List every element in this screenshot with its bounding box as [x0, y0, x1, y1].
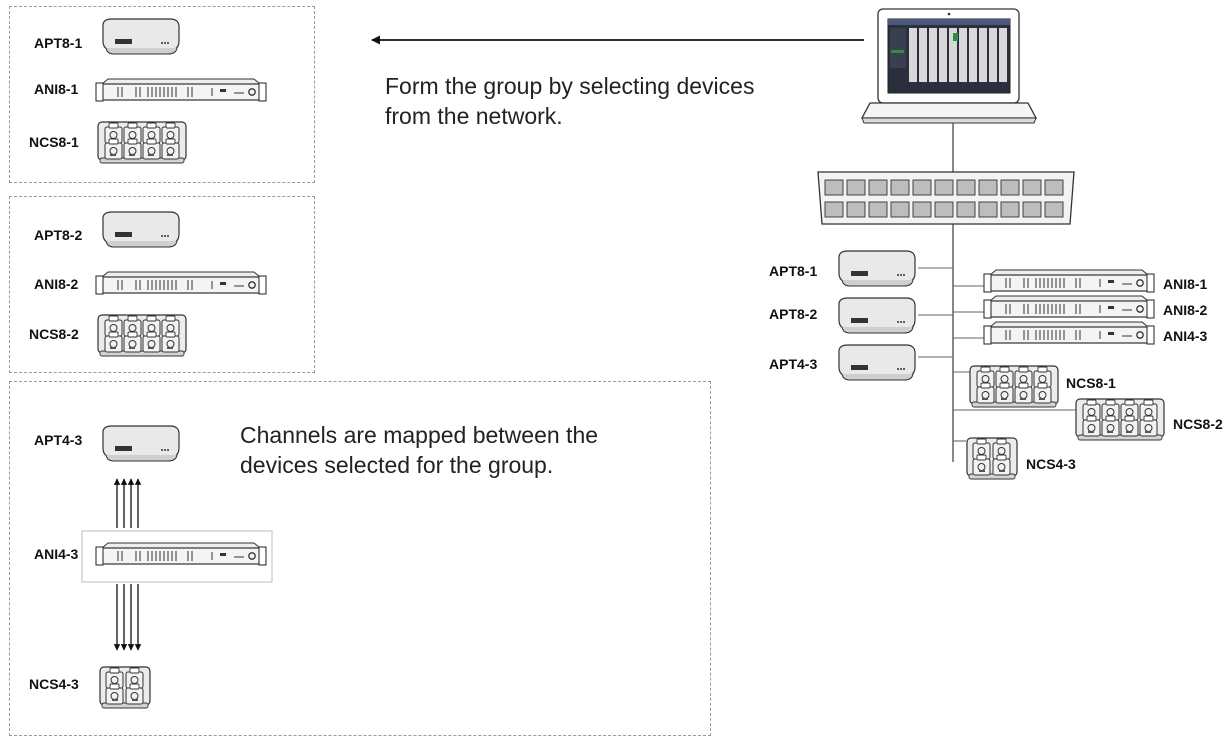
channel-map-caption-line2: devices selected for the group. [240, 452, 554, 478]
network-switch-graphic [817, 171, 1075, 225]
laptop-graphic [860, 8, 1038, 124]
form-group-caption-line2: from the network. [385, 103, 563, 129]
net-ncs-label: NCS8-2 [1173, 416, 1223, 432]
group3-ncs-label: NCS4-3 [29, 676, 79, 692]
channel-map-caption-line1: Channels are mapped between the [240, 422, 599, 448]
net-ani-label: ANI8-1 [1163, 276, 1208, 292]
group2-ani-label: ANI8-2 [34, 276, 79, 292]
group2-apt-label: APT8-2 [34, 227, 83, 243]
net-apt-label: APT8-2 [769, 306, 818, 322]
group1-ncs-label: NCS8-1 [29, 134, 79, 150]
net-ncs-label: NCS4-3 [1026, 456, 1076, 472]
group-1-box [9, 6, 315, 183]
group3-apt-label: APT4-3 [34, 432, 83, 448]
group3-ani-label: ANI4-3 [34, 546, 79, 562]
net-apt-label: APT8-1 [769, 263, 818, 279]
group2-ncs-label: NCS8-2 [29, 326, 79, 342]
net-ani-label: ANI4-3 [1163, 328, 1208, 344]
group1-apt-label: APT8-1 [34, 35, 83, 51]
group-2-box [9, 196, 315, 373]
net-ani-label: ANI8-2 [1163, 302, 1208, 318]
net-apt-label: APT4-3 [769, 356, 818, 372]
form-group-caption-line1: Form the group by selecting devices [385, 73, 755, 99]
group1-ani-label: ANI8-1 [34, 81, 79, 97]
net-ncs-label: NCS8-1 [1066, 375, 1116, 391]
